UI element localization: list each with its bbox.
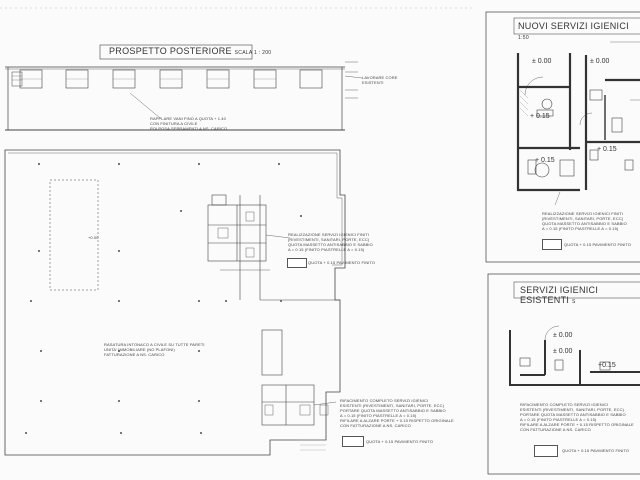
panel-nuovi-servizi [485,11,640,263]
level-015-b: + 0.15 [597,146,617,153]
elevation-scale: SCALA 1 : 200 [234,50,272,56]
plan-note-realizzazione: REALIZZAZIONE SERVIZI IGIENICI FINITI (R… [288,232,373,252]
servizi-esistenti-title: SERVIZI IGIENICI ESISTENTI S [520,285,640,305]
existing-level-015: +0.15 [598,362,616,369]
nuovi-servizi-title: NUOVI SERVIZI IGIENICI 1:50 [518,21,640,41]
nuovi-servizi-legend-swatch [542,239,562,250]
servizi-esistenti-scale: S [572,299,576,305]
plan-legend-swatch [287,258,307,268]
elevation-title-text: PROSPETTO POSTERIORE [109,46,232,56]
plan-legend-text-2: QUOTA + 0.15 PAVIMENTO FINITO [366,439,434,444]
nuovi-servizi-title-text: NUOVI SERVIZI IGIENICI [518,21,629,31]
plan-legend-text: QUOTA + 0.15 PAVIMENTO FINITO [308,260,376,265]
plan-note-rasatura: RASATURA INTONACO A CIVILE SU TUTTE PARE… [104,342,205,357]
level-000-b: ± 0.00 [590,58,610,65]
servizi-esistenti-title-text: SERVIZI IGIENICI ESISTENTI [520,285,599,305]
panel-servizi-esistenti [487,273,640,475]
existing-level-000-b: ± 0.00 [553,348,573,355]
elevation-note: RAPPLARE VANI FINO A QUOTA + 1.40 CON FI… [150,116,228,131]
plan-legend-swatch-2 [342,436,364,447]
nuovi-servizi-legend-text: QUOTA + 0.15 PAVIMENTO FINITO [564,242,632,247]
plan-markers [25,163,302,434]
level-015-c: + 0.15 [535,157,555,164]
elevation-title: PROSPETTO POSTERIORE SCALA 1 : 200 [109,46,271,56]
nuovi-servizi-scale: 1:50 [518,35,529,41]
elevation-drawing [5,44,363,131]
servizi-esistenti-legend-swatch [534,445,558,457]
nuovi-servizi-note: REALIZZAZIONE SERVIZI IGIENICI FINITI (R… [542,211,627,231]
plan-level-mark: +0.00 [88,235,99,240]
level-000-a: ± 0.00 [532,58,552,65]
plan-note-rifacimento: RIFACIMENTO COMPLETO SERVIZI IGIENICI ES… [340,398,454,428]
elevation-note-right: LAVORARE CORE ESISTENTI [362,75,398,85]
servizi-esistenti-note: RIFACIMENTO COMPLETO SERVIZI IGIENICI ES… [520,402,634,432]
floor-plan [4,149,346,456]
existing-level-000-a: ± 0.00 [553,332,573,339]
level-015-a: + 0.15 [530,113,550,120]
servizi-esistenti-legend-text: QUOTA + 0.15 PAVIMENTO FINITO [562,448,630,453]
